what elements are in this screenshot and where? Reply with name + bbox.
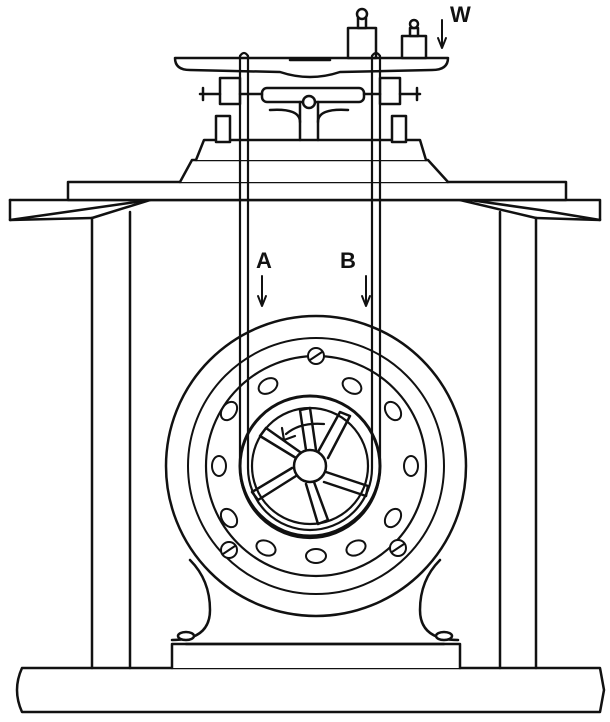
belt (238, 51, 382, 540)
scale-mechanism (198, 76, 422, 144)
arrow-w (437, 19, 447, 49)
scale-base (178, 138, 450, 184)
stand-left-leg (90, 198, 152, 670)
arrow-a (257, 275, 267, 307)
ventilation-holes (211, 377, 419, 564)
floor-beam (15, 666, 606, 714)
stand-right-leg (458, 198, 538, 670)
label-b: B (340, 248, 356, 273)
weight-large (346, 7, 378, 60)
scale-platform (173, 56, 450, 79)
housing-screws (220, 347, 407, 559)
pulley (238, 394, 382, 538)
table-top (8, 180, 602, 222)
arrow-b (361, 275, 371, 307)
label-a: A (256, 248, 272, 273)
motor-pedestal (170, 558, 462, 670)
weight-small (400, 18, 428, 60)
label-w: W (450, 2, 471, 27)
